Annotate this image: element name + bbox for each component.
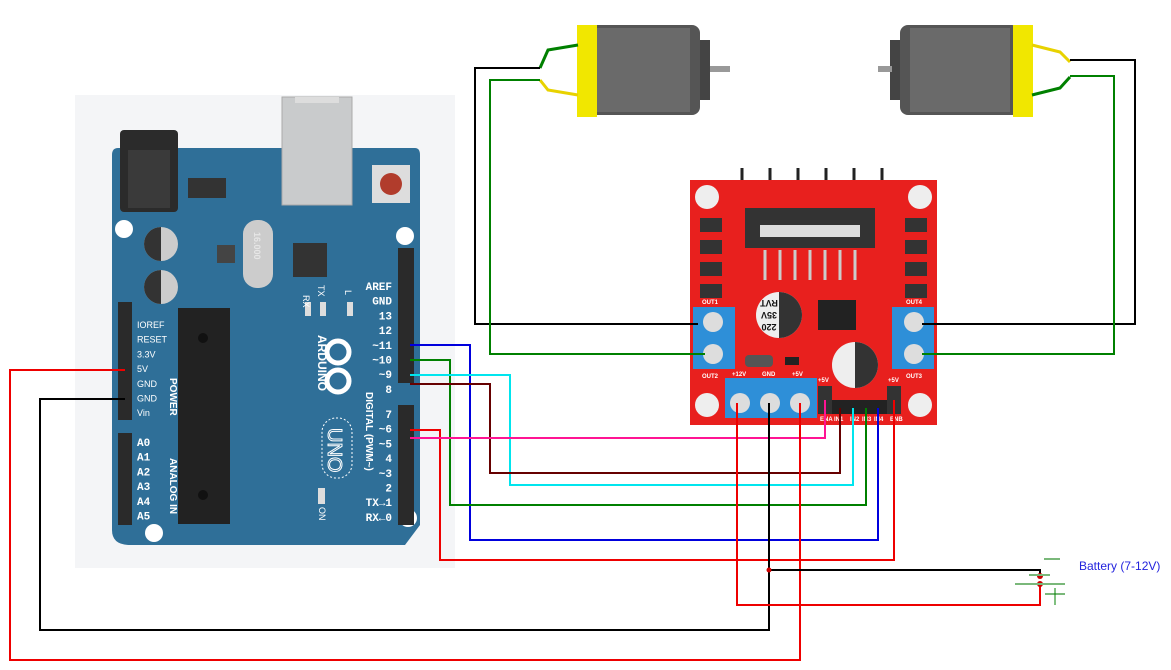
enb-jumper-label: +5V <box>888 378 899 384</box>
power-pin-label: Vin <box>137 408 150 418</box>
12v-label: +12V <box>732 372 746 378</box>
wire-battery-pos <box>736 403 1041 606</box>
digital-header-top <box>398 248 414 383</box>
out2-label: OUT2 <box>702 374 719 380</box>
digital-pin-label: 8 <box>385 385 392 397</box>
digital-pin-label: 13 <box>379 311 393 323</box>
wire-motor1-a <box>474 67 698 325</box>
wire-pin8-in1 <box>410 383 841 474</box>
digital-pin-label: ~9 <box>379 370 392 382</box>
analog-pin-label: A2 <box>137 467 150 479</box>
on-label: ON <box>317 507 327 521</box>
analog-header <box>118 433 132 525</box>
digital-pin-label: 7 <box>385 410 392 422</box>
atmega-chip <box>178 308 230 524</box>
motor-left <box>538 25 730 117</box>
rx-led-label: RX <box>301 295 311 308</box>
capacitor-markings: 220 35V RVT <box>760 298 778 332</box>
capacitor-voltage-label: 35V <box>761 310 777 320</box>
5v-label: +5V <box>792 372 803 378</box>
analog-pin-label: A1 <box>137 453 151 465</box>
header-pin-label: IN2 <box>850 417 860 423</box>
uno-label: UNO <box>323 428 345 472</box>
wire-pin9-in2 <box>410 374 854 486</box>
digital-pin-label: ~6 <box>379 425 392 437</box>
power-header <box>118 302 132 420</box>
digital-pin-label: 2 <box>385 484 392 496</box>
analog-pin-label: A3 <box>137 482 151 494</box>
wire-motor2-a <box>922 59 1136 325</box>
digital-pin-label: RX←0 <box>366 513 392 525</box>
analog-pin-label: A4 <box>137 497 151 509</box>
power-pin-label: 5V <box>137 364 148 374</box>
wire-gnd <box>39 398 770 631</box>
out4-label: OUT4 <box>906 300 923 306</box>
crystal-label: 16.000 <box>252 232 262 260</box>
power-pin-label: GND <box>137 379 158 389</box>
digital-pin-label: TX→1 <box>366 498 393 510</box>
arduino-logo-icon <box>324 338 352 395</box>
wire-motor1-b <box>489 79 705 355</box>
wire-5v <box>9 369 801 661</box>
gnd-label: GND <box>762 372 776 378</box>
analog-pin-label: A5 <box>137 512 151 524</box>
analog-pin-label: A0 <box>137 438 150 450</box>
crystal <box>243 220 273 288</box>
digital-header-bottom <box>398 405 414 525</box>
power-pin-label: GND <box>137 394 158 404</box>
digital-pin-label: AREF <box>366 282 392 294</box>
control-header <box>832 400 887 414</box>
wire-pin6-enb <box>410 400 895 561</box>
battery-label: Battery (7-12V) <box>1079 559 1161 573</box>
analog-title: ANALOG IN <box>167 458 178 514</box>
wire-battery-neg <box>769 569 1041 576</box>
power-pin-label: RESET <box>137 335 168 345</box>
digital-pin-label: 4 <box>385 454 392 466</box>
ena-jumper-label: +5V <box>818 378 829 384</box>
digital-pin-label: ~10 <box>372 356 392 368</box>
wires <box>9 59 1136 661</box>
l298n-driver-board: 220 35V RVT OUT1 OUT2 OUT4 OUT3 +12V GND… <box>690 168 937 425</box>
power-pin-label: 3.3V <box>137 349 156 359</box>
battery-symbol-icon <box>1015 558 1065 605</box>
arduino-uno-board: 16.000 RX TX L ARDUINO UNO ON POWER ANAL… <box>112 96 420 545</box>
digital-pin-label: GND <box>372 297 392 309</box>
capacitor-brand-label: RVT <box>760 298 778 308</box>
digital-pin-label: ~5 <box>379 439 393 451</box>
out3-label: OUT3 <box>906 374 923 380</box>
tx-led-label: TX <box>316 285 326 297</box>
wire-pin5-ena <box>410 400 826 439</box>
wire-pin10-in3 <box>410 359 867 506</box>
digital-title: DIGITAL (PWM~) <box>363 392 374 471</box>
motor-right <box>878 25 1072 117</box>
wire-pin11-in4 <box>410 344 879 541</box>
digital-pin-label: ~3 <box>379 469 393 481</box>
header-pin-label: ENB <box>890 417 903 423</box>
out1-label: OUT1 <box>702 300 719 306</box>
header-pin-label: ENA <box>820 417 833 423</box>
capacitor-label: 220 <box>761 322 776 332</box>
power-pin-label: IOREF <box>137 320 165 330</box>
power-title: POWER <box>167 378 178 417</box>
l-led-label: L <box>343 290 353 295</box>
usb-port <box>281 96 353 206</box>
digital-pin-label: 12 <box>379 326 392 338</box>
wire-motor2-b <box>922 75 1115 355</box>
digital-pin-label: ~11 <box>372 341 392 353</box>
